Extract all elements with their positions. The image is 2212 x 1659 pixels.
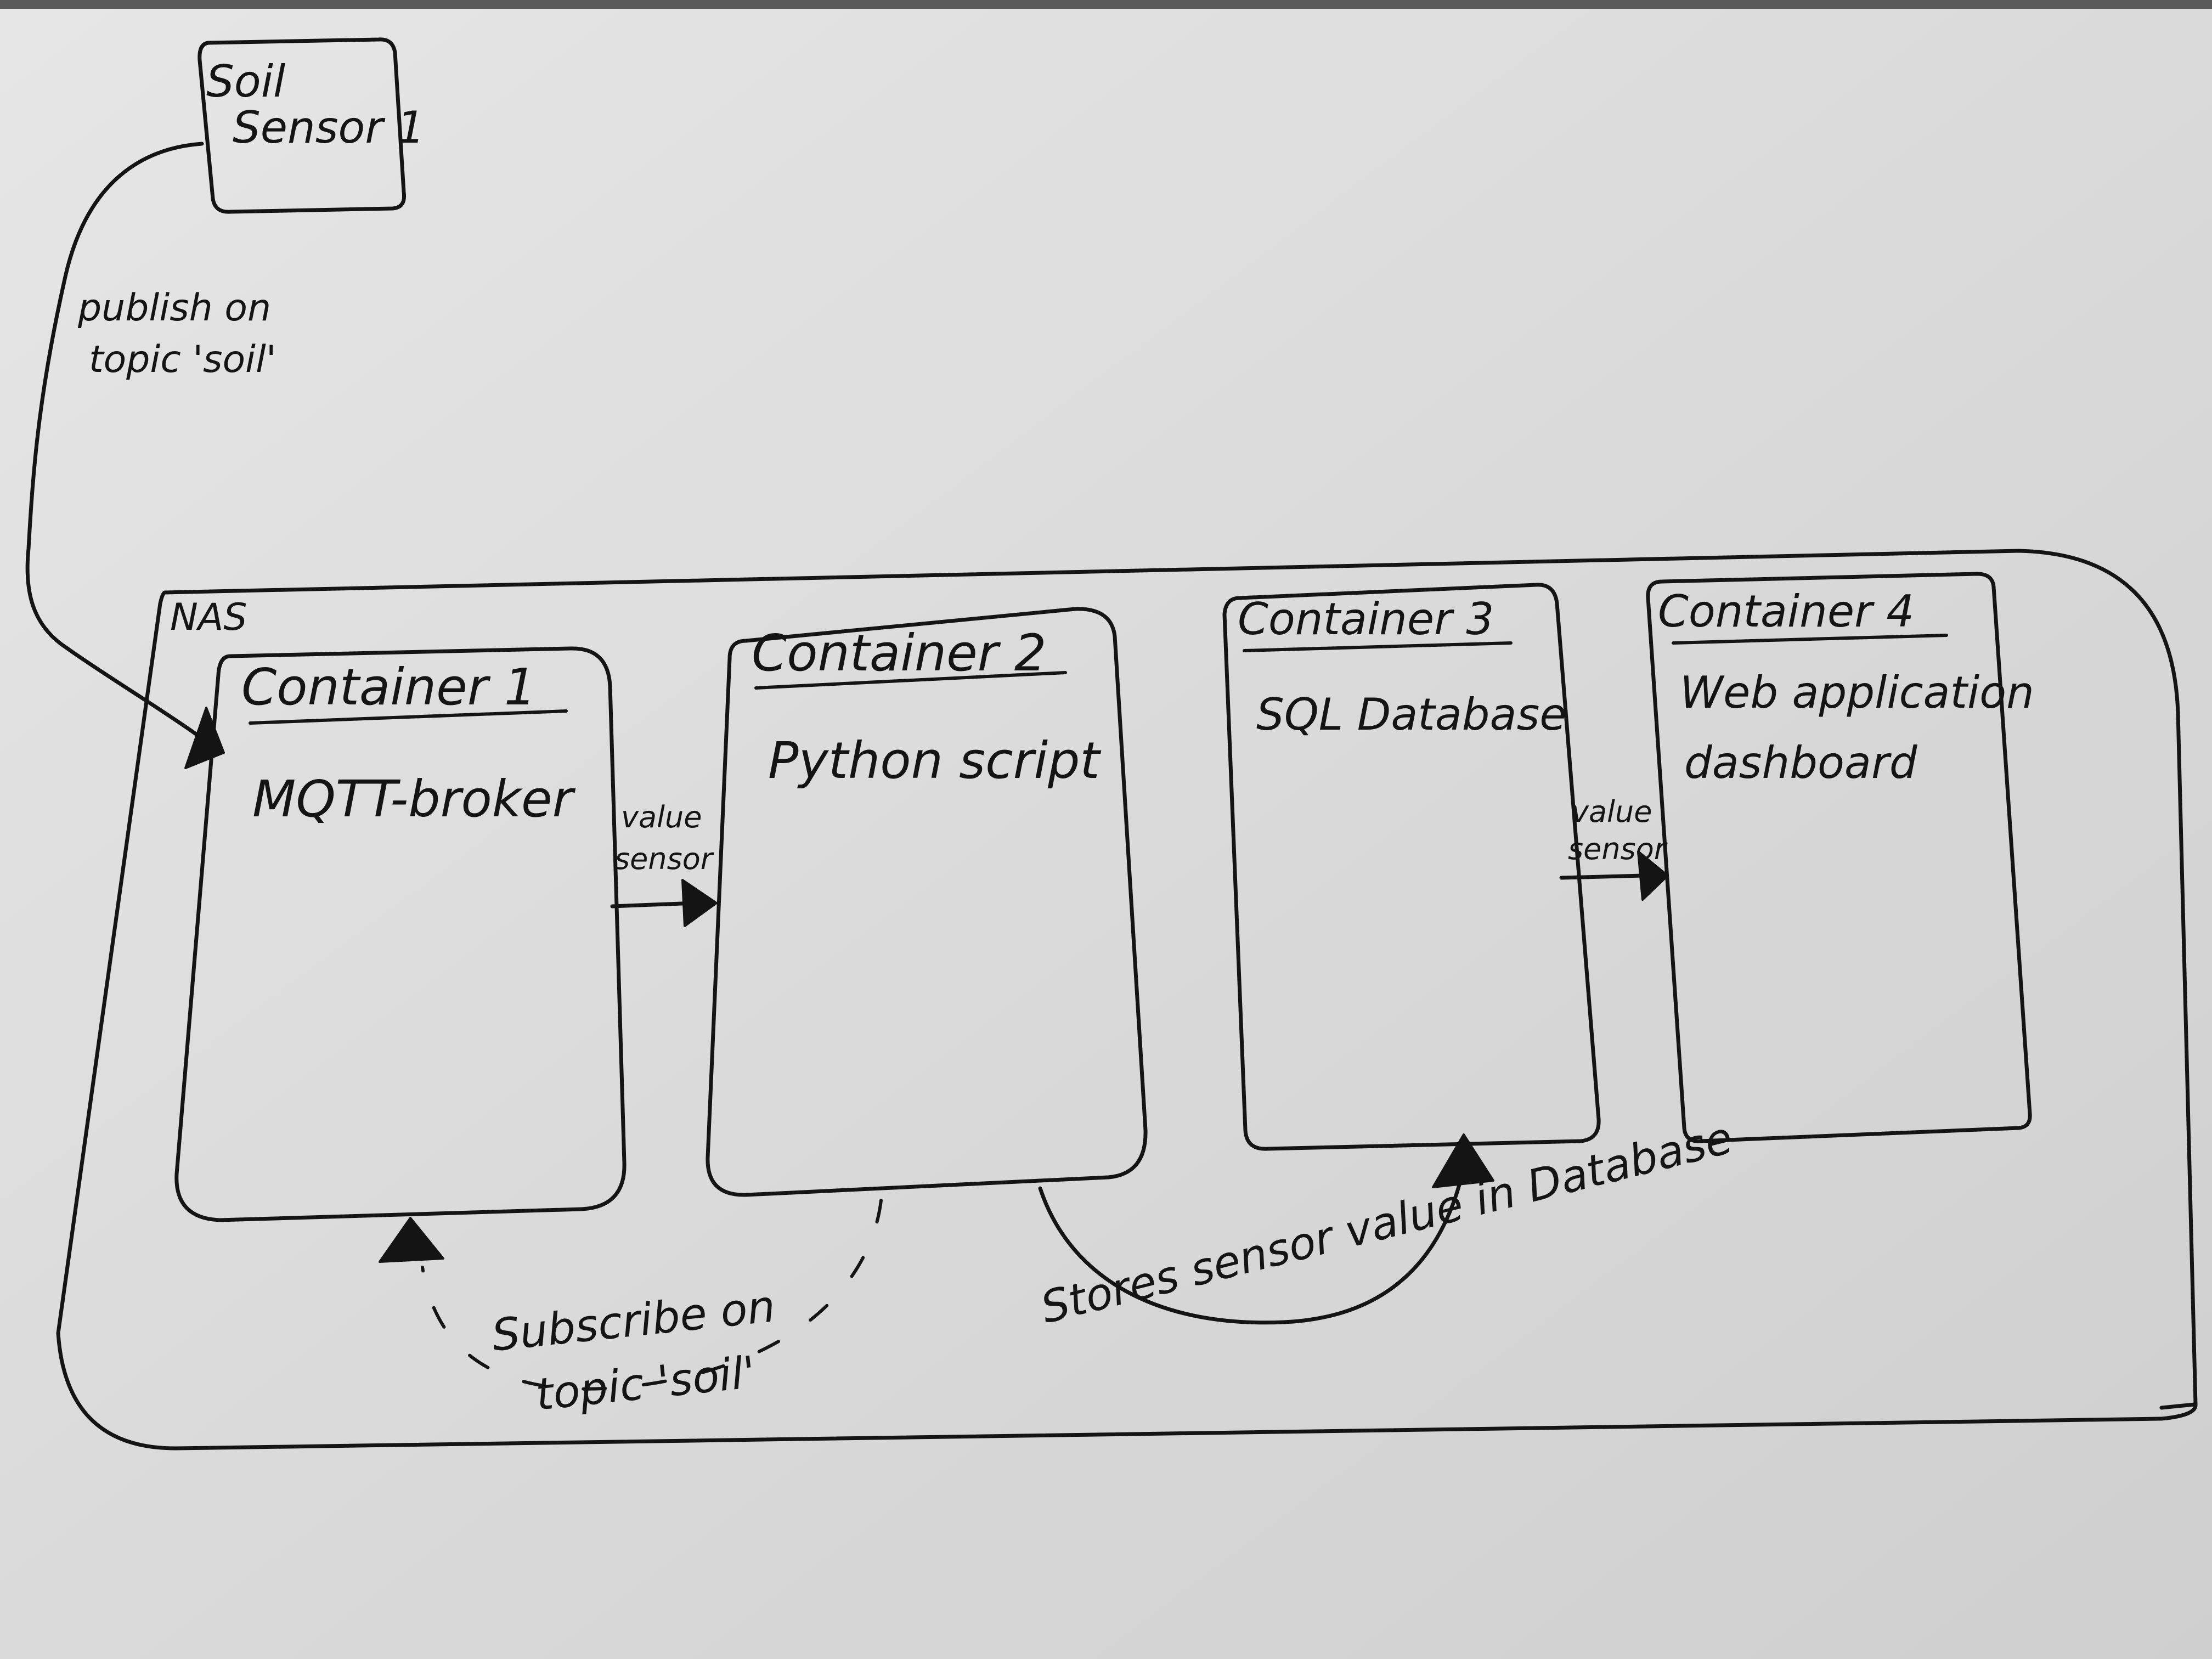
container-2-underline (754, 671, 1067, 690)
container-1-content: MQTT-broker (252, 770, 576, 828)
store-arrowhead (1432, 1133, 1494, 1188)
publish-label-line1: publish on (77, 286, 271, 330)
store-connector (1038, 1161, 1467, 1325)
broker-to-script-arrowhead (681, 879, 718, 927)
publish-label-line2: topic 'soil' (89, 338, 276, 381)
publish-connector (25, 142, 204, 737)
subscribe-arrowhead (379, 1217, 444, 1263)
broker-to-script-label-line1: value (621, 800, 702, 834)
nas-boundary-corner-tick (2159, 1402, 2197, 1410)
db-to-web-label-line1: value (1571, 794, 1652, 829)
container-4-title: Container 4 (1658, 586, 1914, 637)
container-1-box (174, 646, 627, 1222)
container-3-underline (1243, 641, 1513, 652)
db-to-web-arrowhead (1637, 850, 1669, 901)
db-to-web-label-line2: sensor (1568, 832, 1668, 866)
container-2-box (706, 607, 1148, 1197)
container-2-title: Container 2 (752, 624, 1046, 682)
broker-to-script-arrow-line (610, 901, 698, 909)
soil-sensor-label-line2: Sensor 1 (233, 102, 425, 153)
container-3-box (1222, 583, 1601, 1151)
paper-top-edge (0, 0, 2212, 9)
container-3-title: Container 3 (1238, 594, 1494, 645)
container-1-underline (249, 709, 568, 725)
container-4-box (1646, 572, 2032, 1143)
soil-sensor-box (198, 37, 407, 214)
nas-label: NAS (170, 596, 247, 639)
db-to-web-arrow-line (1559, 873, 1645, 880)
container-1-title: Container 1 (241, 658, 536, 716)
nas-boundary (56, 549, 2198, 1451)
container-4-content-line2: dashboard (1684, 737, 1918, 788)
container-4-content-line1: Web application (1680, 667, 2034, 718)
soil-sensor-label-line1: Soil (206, 56, 285, 107)
container-4-underline (1672, 634, 1948, 645)
container-2-content: Python script (768, 731, 1101, 790)
subscribe-connector (421, 1199, 883, 1391)
container-3-content: SQL Database (1256, 689, 1566, 740)
broker-to-script-label-line2: sensor (614, 842, 714, 876)
